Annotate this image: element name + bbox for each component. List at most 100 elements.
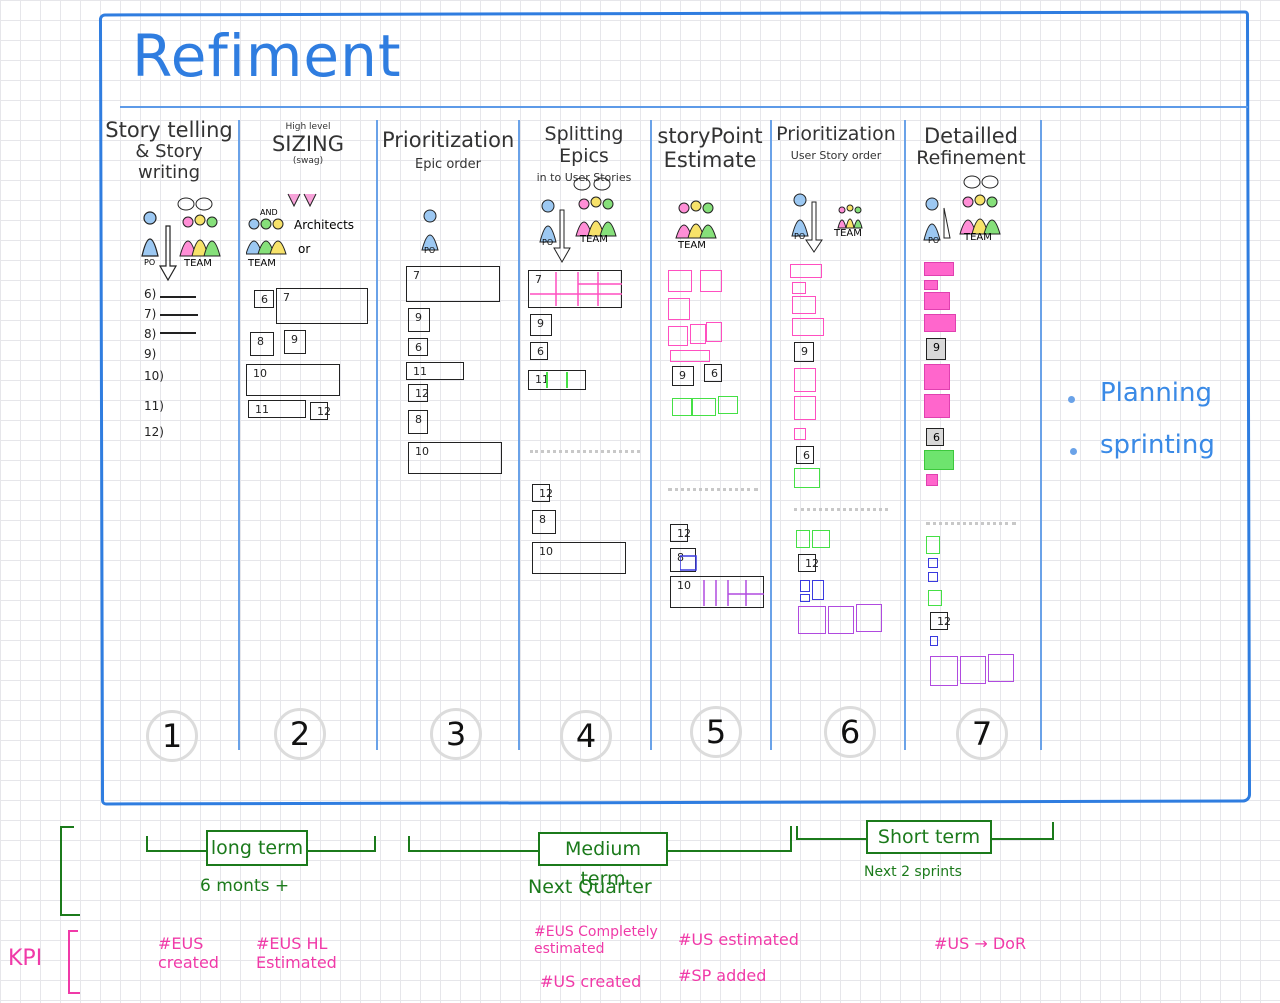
column-divider — [518, 120, 520, 750]
architects-label: Architects — [294, 218, 355, 232]
dotted-separator — [926, 522, 1016, 525]
pink-story-refined — [924, 394, 950, 418]
step-number-5: 5 — [690, 706, 742, 758]
green-story — [794, 468, 820, 488]
kpi-bracket — [68, 930, 70, 994]
blue-story — [928, 572, 938, 582]
po-team-people-icon — [539, 177, 617, 264]
story-box: 6 — [704, 364, 722, 382]
pink-story-refined — [924, 262, 954, 276]
epic-split-box: 10 — [532, 542, 626, 574]
medium-term-sub: Next Quarter — [528, 876, 652, 898]
team-label: TEAM — [678, 240, 706, 251]
team-label: TEAM — [834, 228, 862, 239]
short-term-line — [1052, 822, 1054, 840]
column-1-heading: Story telling & Story writing — [105, 118, 233, 183]
po-label: PO — [144, 258, 156, 267]
epic-box: 11 — [406, 362, 464, 380]
pink-story — [792, 318, 824, 336]
pink-story-refined — [924, 314, 956, 332]
pink-story — [794, 368, 816, 392]
team-label: TEAM — [964, 232, 992, 243]
column-2-heading: High level SIZING (swag) — [271, 122, 345, 167]
kpi-item: #US estimated — [678, 930, 799, 949]
medium-term-label: Medium term — [538, 832, 668, 890]
column-divider — [770, 120, 772, 750]
bullet — [1070, 448, 1077, 455]
purple-story — [988, 654, 1014, 682]
blue-story — [812, 580, 824, 600]
kpi-item: #EUS created — [158, 934, 219, 973]
blue-story — [928, 558, 938, 568]
or-label: or — [298, 242, 311, 256]
story-box: 9 — [794, 342, 814, 362]
pink-story — [794, 396, 816, 420]
step-number-4: 4 — [560, 710, 612, 762]
pink-story — [706, 322, 722, 342]
kpi-item: #EUS Completely estimated — [534, 924, 658, 957]
long-term-line — [146, 836, 148, 852]
pink-story — [670, 350, 710, 362]
column-divider — [238, 120, 240, 750]
pink-story — [700, 270, 722, 292]
green-story — [718, 396, 738, 414]
purple-story — [828, 606, 854, 634]
pink-story — [792, 282, 806, 294]
purple-story — [798, 606, 826, 634]
kpi-bracket — [68, 992, 80, 994]
title-underline — [120, 106, 1248, 108]
story-box-refined: 9 — [926, 338, 946, 360]
term-bracket — [60, 826, 74, 828]
po-team-people-icon — [791, 193, 863, 253]
list-item: 11) — [144, 399, 164, 413]
blue-story — [800, 580, 810, 592]
step-number-3: 3 — [430, 708, 482, 760]
po-label: PO — [424, 246, 436, 255]
po-team-people-icon — [923, 175, 1001, 241]
list-item: 10) — [144, 369, 164, 383]
purple-story — [960, 656, 986, 684]
writing-line — [160, 296, 196, 298]
long-term-line — [374, 836, 376, 852]
term-bracket — [60, 826, 62, 916]
green-story — [928, 590, 942, 606]
split-mark — [546, 372, 548, 388]
short-term-label: Short term — [866, 820, 992, 854]
story-box: 12 — [670, 524, 691, 542]
column-6-heading: Prioritization User Story order — [776, 123, 896, 162]
story-box: 10 — [246, 364, 340, 396]
medium-term-line — [408, 836, 410, 852]
column-divider — [650, 120, 652, 750]
kpi-item: #EUS HL Estimated — [256, 934, 337, 973]
story-box: 12 — [930, 612, 951, 630]
step-number-1: 1 — [146, 710, 198, 762]
story-box: 6 — [254, 290, 274, 308]
short-term-line — [796, 826, 798, 840]
story-box: 7 — [276, 288, 368, 324]
list-item: 6) — [144, 287, 157, 301]
green-story — [692, 398, 716, 416]
step-number-6: 6 — [824, 706, 876, 758]
short-term-sub: Next 2 sprints — [864, 864, 962, 880]
kpi-item: #SP added — [678, 966, 767, 985]
list-item: 8) — [144, 327, 157, 341]
split-stories-marks — [530, 272, 622, 306]
kpi-item: #US → DoR — [934, 934, 1027, 953]
purple-story — [856, 604, 882, 632]
list-item: 12) — [144, 425, 164, 439]
epic-box: 10 — [408, 442, 502, 474]
green-story — [672, 398, 692, 416]
kpi-bracket — [68, 930, 78, 932]
po-label: PO — [928, 236, 940, 245]
story-box-refined: 6 — [926, 428, 944, 446]
term-bracket — [60, 914, 80, 916]
epic-box: 8 — [408, 410, 428, 434]
bullet — [1068, 396, 1075, 403]
pink-story-refined — [924, 280, 938, 290]
blue-story — [800, 594, 810, 602]
story-box: 8 — [250, 332, 274, 356]
column-divider — [904, 120, 906, 750]
pink-story — [792, 296, 816, 314]
story-box: 12 — [310, 402, 331, 420]
po-team-people-icon — [141, 197, 221, 282]
